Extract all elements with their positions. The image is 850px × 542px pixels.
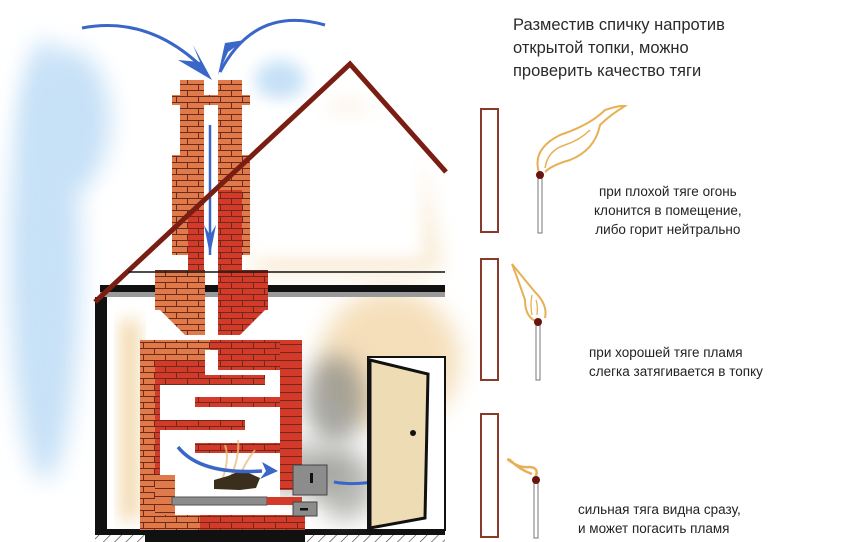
house-structure [95,285,445,542]
sky-cloud [10,40,305,480]
match-test-poor-draft [480,104,628,234]
match-test-strong-draft [480,413,540,539]
fire-logs [214,439,260,490]
door [367,356,446,531]
caption-good-draft: при хорошей тяге пламя слегка затягивает… [589,345,763,379]
caption-poor-draft: при плохой тяге огонь клонится в помещен… [594,184,742,237]
caption-strong-draft: сильная тяга видна сразу, и может погаси… [578,502,741,536]
match-test-good-draft [480,258,547,381]
stove [140,340,328,530]
diagram-title: Разместив спичку напротив открытой топки… [513,16,725,80]
roof [93,60,448,304]
